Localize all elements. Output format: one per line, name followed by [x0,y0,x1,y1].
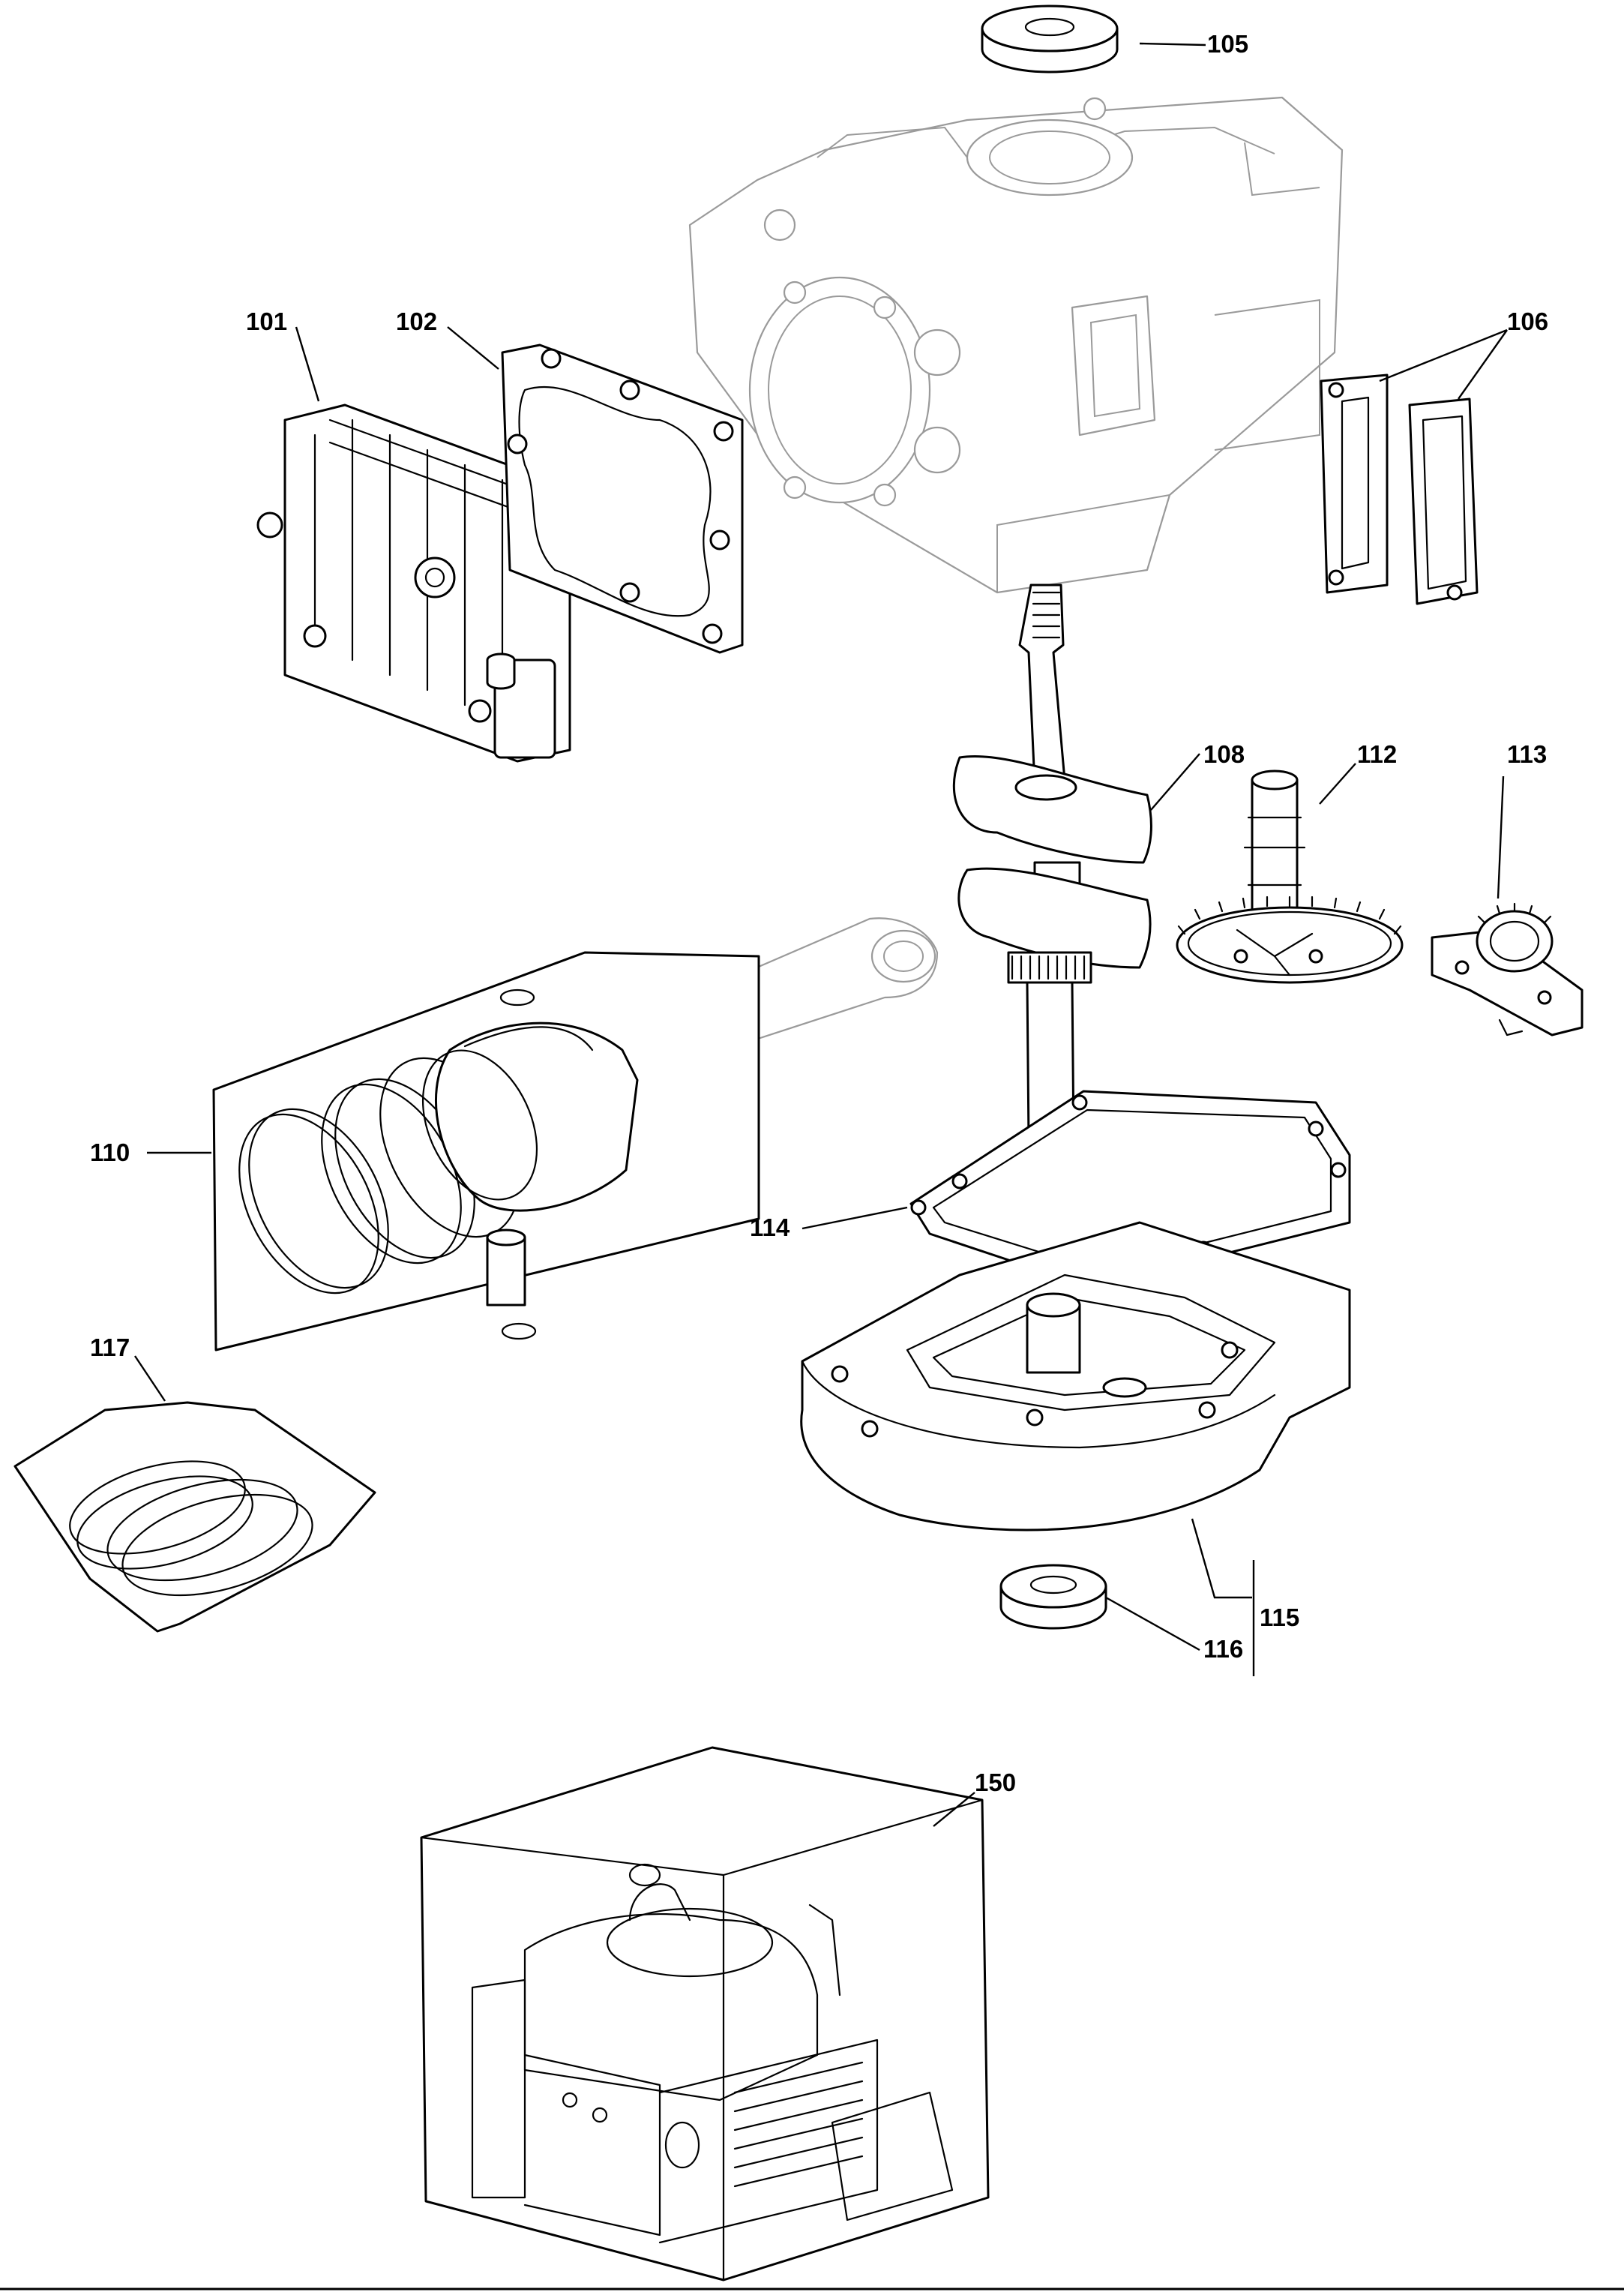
part-116-oil-seal [999,1564,1107,1630]
part-150-complete-engine [420,1746,990,2282]
callout-102: 102 [396,308,437,335]
callout-108: 108 [1203,740,1245,768]
part-102-head-gasket [501,344,744,654]
crankcase-block [688,96,1344,594]
part-115-crankcase-cover [800,1221,1351,1532]
callout-150: 150 [975,1768,1016,1796]
callout-112: 112 [1357,740,1397,768]
part-106-gasket-and-plate [1320,374,1479,605]
callout-105: 105 [1207,30,1248,58]
callout-106: 106 [1507,308,1548,335]
part-101-cylinder-head [256,404,571,763]
callout-116: 116 [1203,1635,1243,1663]
callout-101: 101 [246,308,287,335]
callout-113: 113 [1507,740,1547,768]
part-117-piston-ring-set [13,1401,376,1633]
part-105-oil-seal [981,4,1119,74]
part-113-governor-assembly [1431,902,1584,1036]
callout-110: 110 [90,1138,130,1166]
callout-115: 115 [1260,1604,1299,1631]
part-108-crankshaft [952,584,1152,1149]
part-110-piston-kit [212,951,760,1352]
part-112-camshaft [1176,770,1404,984]
callout-117: 117 [90,1334,130,1361]
callout-114: 114 [750,1214,790,1241]
